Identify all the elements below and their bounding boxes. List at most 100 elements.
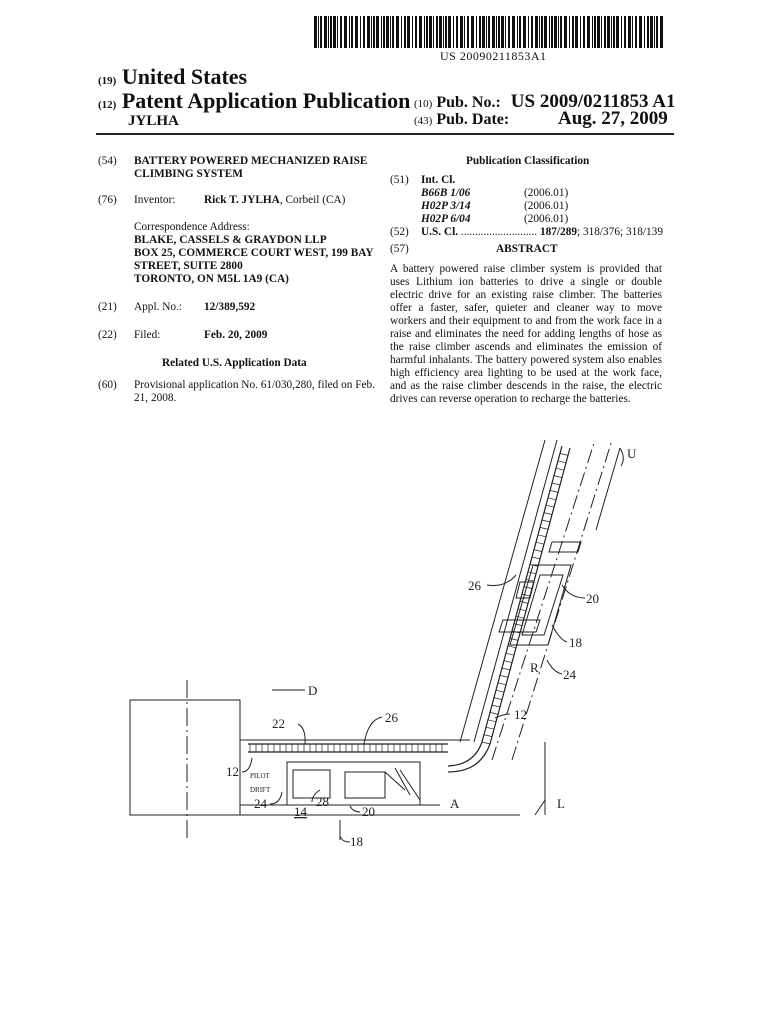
barcode-bar [383,16,385,48]
rail-rung [535,541,545,545]
label-drift: DRIFT [250,786,271,794]
uscl-code: (52) [390,226,409,238]
rail-rung [505,652,515,656]
label-26a: 26 [468,578,482,593]
barcode-bar [407,16,410,48]
label-a: A [450,796,460,811]
machine-box [344,771,386,799]
raise-wall-left [459,439,546,743]
rail-rung [497,682,507,686]
rail-rung [489,712,499,715]
barcode-bar [445,16,447,48]
barcode-bar [505,16,506,48]
label-22: 22 [272,716,285,731]
barcode-bar [328,16,329,48]
barcode-bar [419,16,422,48]
barcode-bar [363,16,365,48]
abstract-code: (57) [390,243,409,255]
barcode-bar [624,16,626,48]
header-divider [96,133,674,135]
correspondence-line-3: STREET, SUITE 2800 [134,260,243,272]
barcode-bar [531,16,533,48]
barcode-bar [476,16,477,48]
leader-24b [269,791,283,805]
barcode-bar [318,16,319,48]
barcode-bar [360,16,361,48]
barcode-bar [381,16,382,48]
barcode-bar [373,16,375,48]
rail-rung [493,697,503,700]
classification-heading: Publication Classification [466,155,590,167]
publication-type-line: (12) Patent Application Publication [98,88,410,114]
barcode-bar [558,16,559,48]
barcode-bar [519,16,521,48]
label-l: L [557,796,565,811]
rail-rung [487,719,497,723]
country: United States [121,64,248,89]
inventor-label: Inventor: [134,194,176,206]
barcode-bar [349,16,350,48]
barcode-bar [549,16,550,48]
barcode-bar [660,16,663,48]
label-12b: 12 [226,764,239,779]
rail-rung [481,741,491,745]
rail-rung [537,534,547,538]
barcode-bar [554,16,557,48]
intcl-code: (51) [390,174,409,186]
rail-rung [523,586,533,589]
barcode-bar [460,16,463,48]
climber-canopy [548,541,582,553]
rail-rung [503,660,513,663]
title-code: (54) [98,155,117,167]
barcode-bar [639,16,642,48]
label-20a: 20 [586,591,599,606]
barcode-bar [592,16,593,48]
abstract-heading: ABSTRACT [496,243,558,255]
inventor-name: Rick T. JYLHA [204,194,280,206]
rail-rung [543,512,553,515]
inventor-location: , Corbeil (CA) [279,194,346,206]
rail-rung [521,593,531,597]
rail-rung [539,527,549,530]
raise-wall-left-inner [473,439,558,743]
barcode-bar [424,16,425,48]
barcode-bar [604,16,606,48]
climber-cage [509,564,572,646]
pub-number-line: (10) Pub. No.: US 2009/0211853 A1 [414,91,675,113]
barcode-bar [404,16,406,48]
barcode-bar [656,16,658,48]
class-code-3: H02P 6/04 [421,213,471,225]
class-code-1: B66B 1/06 [421,187,471,199]
barcode-bar [560,16,562,48]
rail-rung [533,549,543,552]
barcode-bar [482,16,485,48]
rail-rung [495,689,505,693]
leader-12a [494,713,511,719]
invention-title: BATTERY POWERED MECHANIZED RAISE CLIMBIN… [134,155,368,180]
country-line: (19) United States [98,64,247,90]
rail-rung [551,482,561,486]
label-28: 28 [316,794,329,809]
filed-label: Filed: [134,329,161,341]
rail-rung [549,490,559,493]
rail-rung [559,453,569,456]
uscl-label: U.S. Cl. [421,226,459,238]
uscl-line: U.S. Cl. ........................... 187… [421,226,663,239]
climber-platform [498,619,541,633]
pub-number: US 2009/0211853 A1 [510,91,676,112]
rail-rung [527,571,537,575]
barcode-bar [486,16,487,48]
barcode-bar [436,16,438,48]
correspondence-label: Correspondence Address: [134,221,250,233]
u-axis [595,447,621,531]
barcode-bar [498,16,500,48]
barcode-bar [415,16,417,48]
inventor-entry: Rick T. JYLHA, Corbeil (CA) [204,194,345,207]
correspondence-line-1: BLAKE, CASSELS & GRAYDON LLP [134,234,327,246]
leader-28 [311,789,321,803]
barcode-bar [396,16,399,48]
barcode-bar [433,16,434,48]
pub-date-label: Pub. Date: [436,111,510,128]
leader-26b [363,716,383,745]
barcode-bar [512,16,515,48]
